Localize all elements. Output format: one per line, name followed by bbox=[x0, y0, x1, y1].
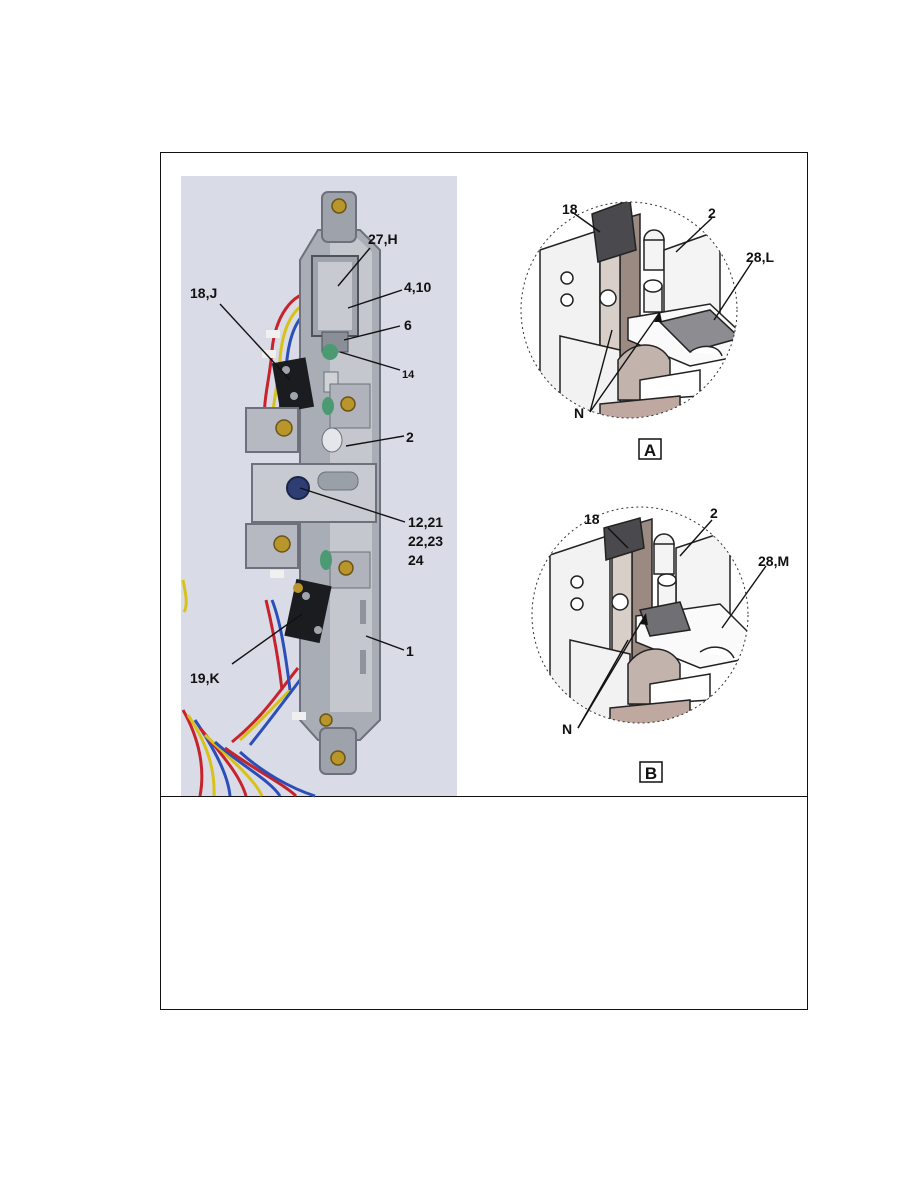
photo-leader-lines bbox=[219, 247, 406, 665]
callout-b-28-m: 28,M bbox=[758, 553, 789, 569]
caption-a: A bbox=[644, 441, 656, 460]
callout-22-23: 22,23 bbox=[408, 533, 443, 549]
figure-divider bbox=[160, 796, 808, 797]
callout-6: 6 bbox=[404, 317, 412, 333]
wire-bundle bbox=[181, 579, 316, 798]
callout-27-h: 27,H bbox=[368, 231, 398, 247]
callout-24: 24 bbox=[408, 552, 424, 568]
diagram-b: 18 2 28,M N B bbox=[531, 505, 789, 783]
assembly-photo bbox=[181, 176, 457, 798]
caption-box-b bbox=[639, 761, 663, 783]
callout-2: 2 bbox=[406, 429, 414, 445]
callout-a-28-l: 28,L bbox=[746, 249, 774, 265]
callout-4-10: 4,10 bbox=[404, 279, 431, 295]
callout-b-18: 18 bbox=[584, 511, 600, 527]
photo-callouts: 27,H 4,10 6 14 18,J 2 12,21 22,23 24 19,… bbox=[190, 231, 443, 686]
callout-14: 14 bbox=[402, 369, 415, 381]
callout-18-j: 18,J bbox=[190, 285, 217, 301]
callout-a-n: N bbox=[574, 405, 584, 421]
callout-a-2: 2 bbox=[708, 205, 716, 221]
figure-frame bbox=[160, 152, 808, 1010]
diagram-a: 18 2 28,L N A bbox=[520, 201, 774, 460]
caption-b: B bbox=[645, 764, 657, 783]
callout-b-2: 2 bbox=[710, 505, 718, 521]
callout-12-21: 12,21 bbox=[408, 514, 443, 530]
callout-a-18: 18 bbox=[562, 201, 578, 217]
callout-19-k: 19,K bbox=[190, 670, 220, 686]
callout-b-n: N bbox=[562, 721, 572, 737]
callout-1: 1 bbox=[406, 643, 414, 659]
caption-box-a bbox=[638, 438, 662, 460]
